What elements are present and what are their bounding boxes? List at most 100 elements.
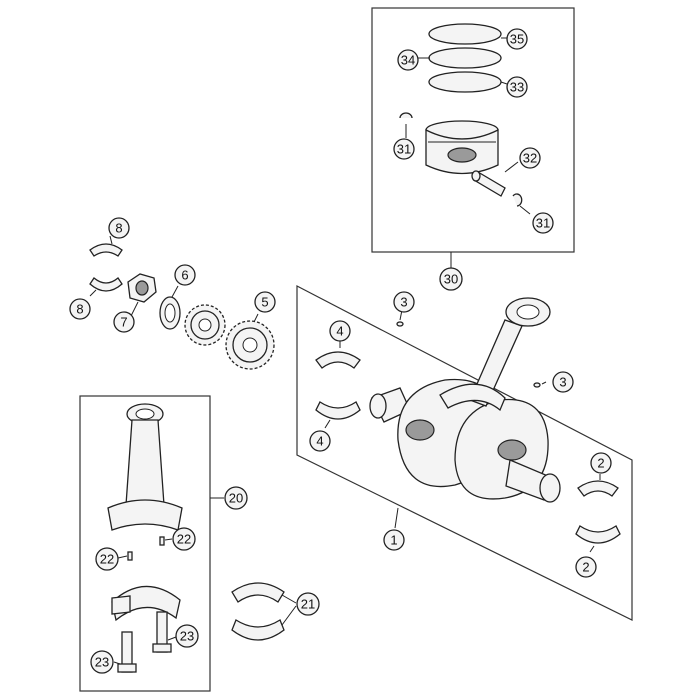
callout-3-upper: 3	[393, 291, 415, 313]
svg-text:1: 1	[390, 533, 397, 548]
svg-text:23: 23	[180, 629, 194, 644]
callout-4-upper: 4	[329, 320, 351, 342]
piston-ring-middle	[428, 47, 502, 69]
leader-22a	[117, 555, 128, 559]
callout-4-lower: 4	[309, 430, 331, 452]
leader-8b	[89, 289, 97, 297]
callout-3-right: 3	[552, 371, 574, 393]
svg-text:22: 22	[100, 552, 114, 567]
rod-bolt-right	[152, 611, 172, 653]
callout-2-lower: 2	[575, 556, 597, 578]
piston-group-frame	[371, 7, 575, 253]
callout-23-right: 23	[175, 624, 199, 648]
callout-20: 20	[224, 486, 248, 510]
crankshaft	[369, 378, 561, 503]
piston-pin	[471, 170, 506, 197]
connecting-rod-frame	[79, 395, 211, 692]
svg-text:5: 5	[261, 295, 268, 310]
callout-8-bottom: 8	[69, 298, 91, 320]
connecting-rod	[107, 403, 183, 531]
leader-33	[500, 81, 508, 85]
leader-32	[504, 161, 519, 173]
svg-text:30: 30	[444, 272, 458, 287]
leader-23a	[113, 661, 121, 665]
leader-22b	[164, 538, 173, 541]
callout-6: 6	[174, 264, 196, 286]
washer	[159, 296, 181, 330]
piston-group	[371, 7, 575, 268]
svg-text:34: 34	[401, 53, 415, 68]
leader-4b	[324, 419, 331, 429]
svg-text:20: 20	[229, 491, 243, 506]
callout-34: 34	[397, 49, 419, 71]
callout-8-top: 8	[108, 217, 130, 239]
callouts: 35 34 33 31 32 31 30 8	[69, 28, 612, 674]
callout-30: 30	[439, 267, 463, 291]
svg-text:6: 6	[181, 268, 188, 283]
balancer-drive-parts	[89, 235, 275, 370]
svg-text:4: 4	[336, 324, 343, 339]
callout-2-upper: 2	[590, 452, 612, 474]
svg-text:32: 32	[523, 151, 537, 166]
svg-text:33: 33	[510, 80, 524, 95]
callout-22-right: 22	[172, 527, 196, 551]
dowel-pin-upper	[396, 321, 404, 327]
connecting-rod-cap	[111, 585, 181, 622]
svg-text:2: 2	[597, 456, 604, 471]
leader-3b	[541, 381, 547, 385]
svg-text:4: 4	[316, 434, 323, 449]
svg-text:23: 23	[95, 655, 109, 670]
callout-1: 1	[383, 529, 405, 551]
main-bearing-4-upper	[315, 351, 361, 369]
svg-text:8: 8	[76, 302, 83, 317]
callout-33: 33	[506, 76, 528, 98]
callout-32: 32	[519, 147, 541, 169]
leader-1	[394, 507, 399, 529]
svg-text:3: 3	[559, 375, 566, 390]
callout-21: 21	[296, 592, 320, 616]
callout-5: 5	[254, 291, 276, 313]
main-bearing-4-lower	[315, 401, 361, 420]
svg-text:2: 2	[582, 560, 589, 575]
piston	[425, 120, 499, 175]
rod-dowel-right	[159, 536, 165, 546]
piston-ring-top	[428, 23, 502, 45]
rod-bearing-shells	[231, 582, 297, 641]
hex-nut	[127, 273, 157, 303]
svg-text:8: 8	[115, 221, 122, 236]
callout-31-bottom: 31	[532, 212, 554, 234]
leader-31b	[519, 205, 531, 215]
rod-dowel-left	[127, 551, 133, 561]
svg-text:21: 21	[301, 597, 315, 612]
svg-text:22: 22	[177, 532, 191, 547]
callout-7: 7	[113, 311, 135, 333]
leader-2b	[589, 545, 595, 553]
main-bearing-2-lower	[575, 525, 621, 544]
leader-5	[253, 313, 259, 323]
svg-text:31: 31	[397, 142, 411, 157]
leader-8a	[109, 235, 113, 245]
leader-6	[171, 285, 179, 298]
leader-21b	[281, 605, 297, 626]
crankshaft-group	[296, 285, 633, 621]
main-bearing-2-upper	[577, 480, 619, 497]
piston-ring-oil	[428, 71, 502, 93]
balancer-gear-small	[184, 304, 226, 346]
leader-23b	[167, 636, 177, 641]
callout-31-top: 31	[393, 138, 415, 160]
balancer-gear-large	[225, 320, 275, 370]
callout-35: 35	[506, 28, 528, 50]
dowel-pin-right	[533, 382, 541, 388]
connecting-rod-group	[79, 395, 224, 692]
leader-21a	[281, 594, 297, 604]
bearing-shell-8-lower	[89, 277, 123, 292]
svg-text:35: 35	[510, 32, 524, 47]
svg-text:3: 3	[400, 295, 407, 310]
rod-bolt-left	[117, 631, 137, 673]
circlip-left	[399, 112, 413, 119]
bearing-shell-8-upper	[89, 243, 123, 257]
connecting-rod-assembled	[439, 297, 551, 412]
callout-22-left: 22	[95, 547, 119, 571]
callout-23-left: 23	[90, 650, 114, 674]
